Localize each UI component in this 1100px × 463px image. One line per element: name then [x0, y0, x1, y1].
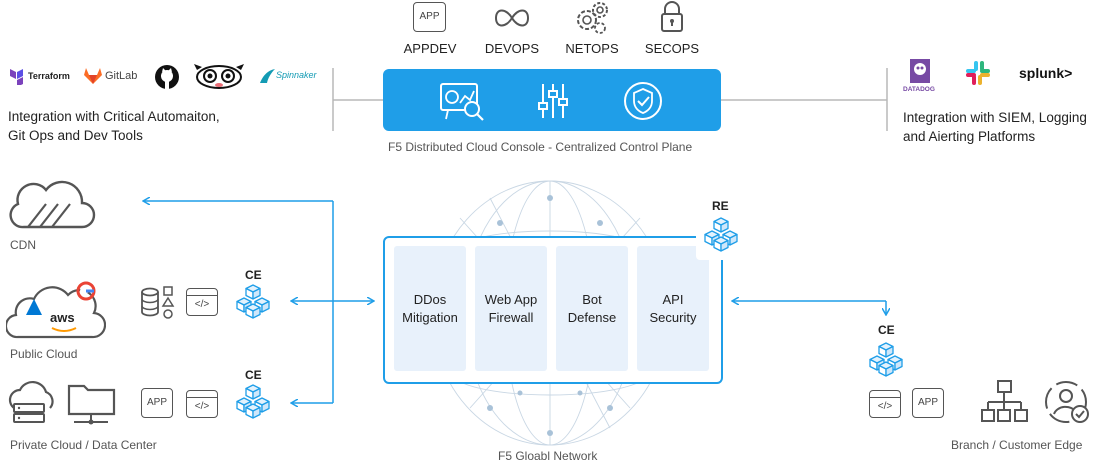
left-integration: Terraform GitLab Spinnaker Integration w…: [8, 62, 328, 147]
role-netops: NETOPS: [557, 0, 627, 62]
aws-logo: aws: [50, 310, 75, 325]
cube-face: [252, 406, 261, 419]
datadog-logo: DATADOG: [903, 58, 939, 96]
cdn-cloud-icon: [9, 180, 96, 229]
network-topology-icon: [981, 380, 1028, 422]
network-caption: F5 Gloabl Network: [498, 449, 598, 463]
right-integration: DATADOG splunk> Integration with SIEM, L…: [903, 58, 1100, 148]
cube-face: [885, 345, 894, 358]
role-label-netops: NETOPS: [565, 41, 619, 56]
ce-cubes-icon-right: [869, 342, 903, 377]
cube-face: [885, 364, 894, 377]
cube-face: [252, 306, 261, 319]
app-box-icon-right: APP: [912, 388, 944, 418]
sliders-icon: [538, 84, 568, 118]
dashboard-icon: [440, 83, 484, 121]
app-box-icon: APP: [141, 388, 173, 418]
public-cloud-label: Public Cloud: [10, 347, 78, 361]
console-bar[interactable]: [383, 69, 721, 131]
cube-face: [894, 358, 903, 371]
re-label: RE: [712, 199, 729, 213]
argo-logo: [194, 62, 244, 92]
role-secops: SECOPS: [637, 0, 707, 62]
user-check-icon: [1045, 381, 1089, 423]
service-ddos-mitigation[interactable]: DDos Mitigation: [394, 246, 466, 371]
right-connector: [733, 301, 886, 314]
cube-face: [729, 233, 738, 246]
ce-label-right: CE: [878, 323, 895, 337]
service-web-app-firewall[interactable]: Web App Firewall: [475, 246, 547, 371]
infinity-icon: [494, 9, 530, 27]
right-integration-line1: Integration with SIEM, Logging: [903, 110, 1087, 125]
ce-label-1: CE: [245, 268, 262, 282]
gears-icon: [577, 2, 608, 34]
database-shapes-icon: [141, 286, 175, 319]
azure-icon: [26, 299, 42, 315]
ce-label-2: CE: [245, 368, 262, 382]
private-cloud-icon: [8, 380, 54, 423]
cube-face: [261, 400, 270, 413]
code-window-icon-2: </>: [186, 390, 218, 418]
cube-face: [261, 300, 270, 313]
app-icon: APP: [413, 2, 446, 32]
ce-cubes-icon-1: [236, 284, 270, 319]
cube-face: [720, 220, 729, 233]
cube-face: [252, 387, 261, 400]
cube-face: [252, 287, 261, 300]
left-integration-line1: Integration with Critical Automaiton,: [8, 109, 220, 124]
github-logo: [154, 64, 180, 90]
role-devops: DEVOPS: [477, 0, 547, 62]
service-bot-defense[interactable]: Bot Defense: [556, 246, 628, 371]
role-appdev: APP APPDEV: [395, 0, 465, 62]
shield-check-icon: [624, 82, 662, 120]
cdn-label: CDN: [10, 238, 36, 252]
re-cubes-icon-top: [704, 217, 738, 252]
left-integration-line2: Git Ops and Dev Tools: [8, 128, 143, 143]
ce-cubes-icon-2: [236, 384, 270, 419]
branch-edge-label: Branch / Customer Edge: [951, 438, 1083, 452]
role-label-devops: DEVOPS: [484, 41, 540, 56]
slack-logo: [965, 60, 991, 86]
splunk-logo: splunk>: [1019, 65, 1073, 81]
role-label-appdev: APPDEV: [403, 41, 457, 56]
console-caption: F5 Distributed Cloud Console - Centraliz…: [388, 140, 693, 154]
right-integration-line2: and Aierting Platforms: [903, 129, 1036, 144]
code-window-icon: </>: [186, 288, 218, 316]
left-connector: [144, 201, 373, 403]
role-label-secops: SECOPS: [644, 41, 700, 56]
private-cloud-label: Private Cloud / Data Center: [10, 438, 157, 452]
lock-icon: [661, 1, 683, 32]
cube-face: [720, 239, 729, 252]
code-window-icon-right: </>: [869, 390, 901, 418]
public-cloud-icon: aws: [6, 275, 106, 345]
folder-network-icon: [67, 384, 116, 425]
service-api-security[interactable]: API Security: [637, 246, 709, 371]
